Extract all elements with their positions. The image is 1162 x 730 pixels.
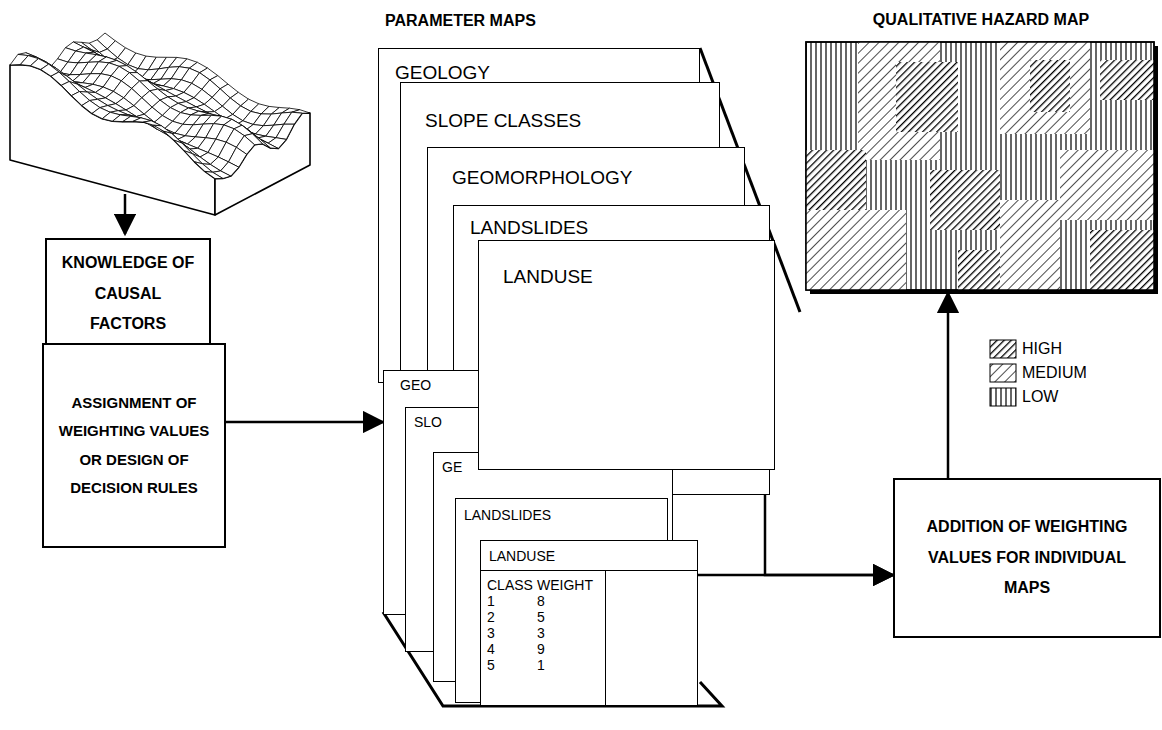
box-label: KNOWLEDGE OF CAUSAL FACTORS: [55, 248, 201, 339]
map-sheet: LANDUSE: [478, 240, 775, 470]
map-zone: [1090, 230, 1154, 290]
box-body: ADDITION OF WEIGHTING VALUES FOR INDIVID…: [903, 512, 1151, 603]
table-cell: 1: [537, 657, 597, 673]
flow-arrow: [947, 293, 950, 478]
terrain-facet: [195, 162, 213, 173]
terrain-facet: [215, 113, 310, 215]
table-cell: 5: [537, 609, 597, 625]
map-zone: [930, 170, 1000, 230]
process-box: KNOWLEDGE OF CAUSAL FACTORS: [45, 238, 211, 350]
sheet-title: LANDUSE: [489, 548, 555, 564]
legend-item: LOW: [1022, 387, 1058, 407]
legend-swatch: [990, 340, 1016, 358]
flow-arrow: [226, 421, 383, 424]
table-cell: 3: [487, 625, 537, 641]
legend-item: HIGH: [1022, 339, 1062, 359]
hazard-map: QUALITATIVE HAZARD MAP: [805, 10, 1157, 293]
process-box: ASSIGNMENT OF WEIGHTING VALUES OR DESIGN…: [42, 343, 226, 548]
terrain-facet: [205, 171, 223, 178]
map-zone: [1100, 60, 1154, 100]
box-body: KNOWLEDGE OF CAUSAL FACTORS: [55, 248, 201, 339]
column-divider: [605, 571, 606, 705]
terrain-facet: [143, 121, 161, 126]
terrain-facet: [154, 125, 172, 133]
flow-arrow: [765, 470, 893, 575]
map-frame: [806, 42, 1154, 290]
map-zone: [958, 250, 1000, 290]
box-label: ADDITION OF WEIGHTING VALUES FOR INDIVID…: [903, 512, 1151, 603]
box-label: ASSIGNMENT OF WEIGHTING VALUES OR DESIGN…: [52, 389, 216, 503]
map-zone: [896, 62, 958, 132]
table-cell: 1: [487, 593, 537, 609]
map-zone: [1030, 60, 1070, 112]
terrain-facet: [164, 131, 182, 143]
sheet-title: LANDSLIDES: [464, 508, 659, 523]
table-cell: 8: [537, 593, 597, 609]
table-body: CLASSWEIGHT1825334951: [481, 571, 697, 679]
weight-table: LANDUSECLASSWEIGHT1825334951: [480, 540, 698, 706]
sheet-title: GEOMORPHOLOGY: [452, 168, 736, 189]
box-body: ASSIGNMENT OF WEIGHTING VALUES OR DESIGN…: [52, 389, 216, 503]
terrain-facet: [10, 65, 215, 215]
table-cell: 4: [487, 641, 537, 657]
terrain-facet: [284, 112, 302, 124]
legend-label: LOW: [1022, 388, 1058, 405]
sheet-title: LANDSLIDES: [470, 218, 761, 239]
table-cell: 2: [487, 609, 537, 625]
legend-swatch: [990, 364, 1016, 382]
map-zone: [1060, 150, 1154, 220]
table-cell: 5: [487, 657, 537, 673]
map-title: QUALITATIVE HAZARD MAP: [805, 10, 1157, 30]
terrain-facet: [174, 140, 192, 153]
legend-swatch: [990, 388, 1016, 406]
flow-arrow: [698, 574, 893, 577]
hazard-map: [806, 42, 1158, 294]
map-zone: [1000, 42, 1090, 134]
terrain-arrow: [124, 194, 127, 234]
terrain-block: [10, 33, 310, 215]
heading-label: PARAMETER MAPS: [385, 12, 536, 29]
map-zone: [806, 210, 906, 290]
sheet-title: GEOLOGY: [395, 63, 691, 84]
table-cell: 3: [537, 625, 597, 641]
sheet-title: LANDUSE: [503, 267, 766, 288]
map-zone: [806, 150, 866, 210]
legend-label: HIGH: [1022, 340, 1062, 357]
table-cell: CLASS: [487, 577, 537, 593]
map-zone: [1000, 200, 1060, 290]
table-cell: WEIGHT: [537, 577, 597, 593]
process-box: ADDITION OF WEIGHTING VALUES FOR INDIVID…: [893, 478, 1161, 638]
map-border: [806, 42, 1154, 290]
terrain-facet: [276, 124, 294, 139]
table-header: LANDUSE: [481, 541, 697, 571]
terrain-facet: [184, 151, 202, 164]
legend-label: MEDIUM: [1022, 364, 1087, 381]
label-holder: PARAMETER MAPS: [385, 12, 536, 30]
sheet-title: SLOPE CLASSES: [425, 111, 711, 132]
table-cell: 9: [537, 641, 597, 657]
legend-item: MEDIUM: [1022, 363, 1087, 383]
